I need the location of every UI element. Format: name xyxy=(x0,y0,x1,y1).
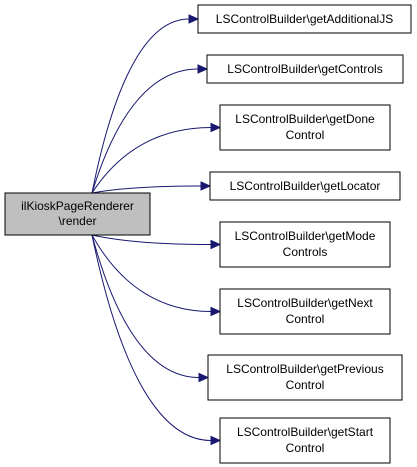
target-node-label-line-1: LSControlBuilder\getDone xyxy=(235,112,375,126)
edge-line-3 xyxy=(91,185,202,194)
edge-line-7 xyxy=(91,234,212,441)
target-node-get-start-control[interactable]: LSControlBuilder\getStart Control xyxy=(219,417,391,464)
target-node-box xyxy=(219,104,391,151)
source-node-label-line-1: ilKioskPageRenderer xyxy=(21,199,134,213)
target-node-box xyxy=(206,54,404,84)
target-node-label-line-1: LSControlBuilder\getAdditionalJS xyxy=(216,12,393,26)
edge-line-5 xyxy=(91,234,212,312)
target-node-label-line-1: LSControlBuilder\getPrevious xyxy=(226,362,383,376)
edge-line-0 xyxy=(91,18,190,194)
edges xyxy=(91,14,222,446)
target-node-get-next-control[interactable]: LSControlBuilder\getNext Control xyxy=(219,288,391,335)
edge-line-2 xyxy=(91,127,212,194)
target-node-get-additional-js[interactable]: LSControlBuilder\getAdditionalJS xyxy=(197,4,412,34)
target-node-label-line-1: LSControlBuilder\getControls xyxy=(227,62,382,76)
target-node-get-locator[interactable]: LSControlBuilder\getLocator xyxy=(209,171,401,201)
source-node[interactable]: ilKioskPageRenderer \render xyxy=(4,192,151,236)
target-node-box xyxy=(219,417,391,464)
target-node-get-mode-controls[interactable]: LSControlBuilder\getMode Controls xyxy=(219,221,391,268)
target-node-label-line-1: LSControlBuilder\getMode xyxy=(235,229,376,243)
target-node-box xyxy=(209,171,401,201)
target-node-box xyxy=(219,221,391,268)
target-node-label-line-1: LSControlBuilder\getNext xyxy=(237,296,373,310)
edge-arrowhead-7 xyxy=(210,435,222,446)
target-node-label-line-2: Control xyxy=(286,441,325,455)
edge-line-4 xyxy=(91,234,212,245)
target-node-label-line-2: Control xyxy=(286,128,325,142)
edge-arrowhead-3 xyxy=(200,181,212,191)
target-node-box xyxy=(197,4,412,34)
target-node-get-previous-control[interactable]: LSControlBuilder\getPrevious Control xyxy=(207,354,403,401)
target-node-get-controls[interactable]: LSControlBuilder\getControls xyxy=(206,54,404,84)
edge-arrowhead-5 xyxy=(210,306,222,317)
edge-arrowhead-1 xyxy=(197,64,209,74)
target-node-get-done-control[interactable]: LSControlBuilder\getDone Control xyxy=(219,104,391,151)
edge-line-1 xyxy=(91,68,199,194)
edge-arrowhead-6 xyxy=(198,372,210,383)
edge-line-6 xyxy=(91,234,200,378)
target-node-label-line-2: Controls xyxy=(283,245,328,259)
target-node-box xyxy=(207,354,403,401)
source-node-label-line-2: \render xyxy=(58,214,96,228)
source-node-box xyxy=(4,192,151,236)
edge-arrowhead-4 xyxy=(210,239,222,250)
target-node-label-line-1: LSControlBuilder\getLocator xyxy=(230,179,381,193)
target-node-label-line-2: Control xyxy=(286,378,325,392)
target-node-box xyxy=(219,288,391,335)
edge-arrowhead-2 xyxy=(210,122,222,133)
target-nodes: LSControlBuilder\getAdditionalJS LSContr… xyxy=(197,4,412,464)
target-node-label-line-1: LSControlBuilder\getStart xyxy=(237,425,374,439)
edge-arrowhead-0 xyxy=(188,14,200,24)
target-node-label-line-2: Control xyxy=(286,312,325,326)
